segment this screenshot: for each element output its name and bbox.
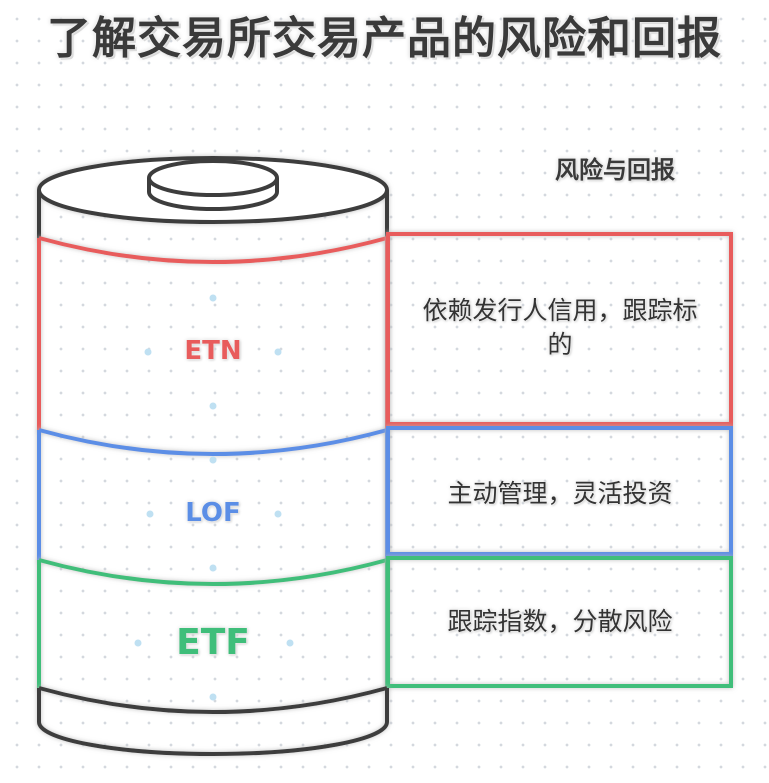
segment-lof	[37, 428, 389, 562]
etf-description: 跟踪指数，分散风险	[447, 607, 673, 636]
legend-title: 风险与回报	[555, 156, 675, 184]
barrel-bottom	[37, 686, 389, 756]
barrel-top	[37, 156, 389, 240]
page-title: 了解交易所交易产品的风险和回报	[47, 13, 722, 64]
etf-label: ETF	[176, 622, 250, 663]
barrel-spout	[147, 159, 279, 197]
lof-description: 主动管理，灵活投资	[447, 479, 673, 508]
etn-description-box	[386, 232, 733, 426]
etn-description: 依赖发行人信用，跟踪标的	[422, 296, 698, 359]
decorative-dots	[134, 294, 294, 701]
etf-description-box	[386, 556, 733, 688]
lof-label: LOF	[185, 498, 241, 528]
lof-description-box	[386, 426, 733, 556]
etn-label: ETN	[184, 336, 242, 366]
